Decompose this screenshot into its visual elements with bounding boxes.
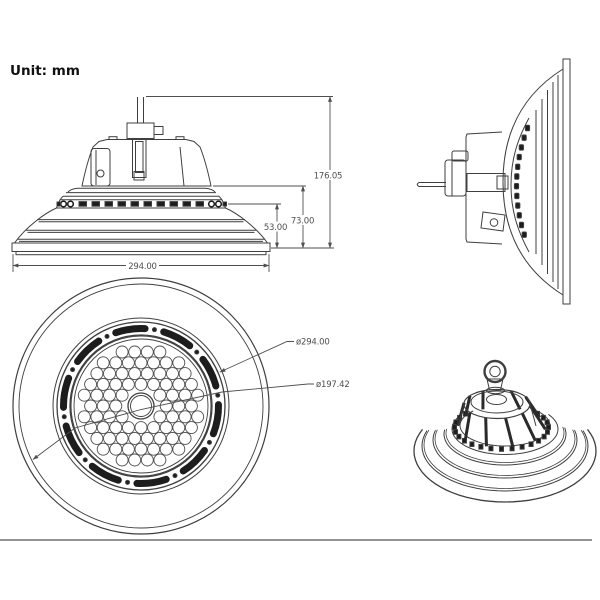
dim-label-outer-diameter: ø294.00 [296,338,330,348]
dim-label-upper-height: 73.00 [291,217,314,227]
bezel-flange-circle [52,317,230,495]
dome-left-edge [14,207,57,244]
bezel-inner-edge [69,334,213,478]
led-array [77,345,205,467]
side-vent-dashes [513,124,531,238]
front-view-drawing [11,97,271,256]
mount-pin [416,182,446,187]
ear-bracket [90,148,111,187]
dim-label-lens-diameter: ø197.42 [316,380,350,390]
dim-label-total-height: 176.05 [314,172,343,182]
lower-bracket [480,211,506,232]
front-view-dim-labels: 176.05 73.00 53.00 294.00 [126,170,343,272]
side-view-drawing [416,58,571,305]
mount-bracket [444,159,467,197]
dome-profile [502,68,564,296]
cable-gland [126,122,155,139]
bracket-hole [489,218,499,227]
bottom-view-callouts [32,341,314,460]
leader-outer-diameter [219,341,294,373]
dim-label-base-width: 294.00 [128,262,157,272]
hook-neck [486,378,504,391]
side-arm [466,173,506,192]
cable-gland-nub [153,126,164,135]
lifting-ring [483,359,507,384]
perspective-view-drawing [413,359,597,503]
lens-plate [562,58,571,305]
center-hub [127,392,155,420]
bezel-outer-edge [56,321,226,491]
front-vent-dashes [56,200,227,208]
center-channel [132,139,147,178]
iso-dome-rings [413,410,597,503]
bottom-view-drawing [12,277,270,535]
bezel-slot-ring [60,325,222,487]
led-field-circle [70,335,212,477]
outer-rim-circle [12,277,270,535]
dome-right-edge [225,207,268,244]
dim-label-lower-height: 53.00 [264,223,287,233]
side-dome-ribs [535,75,559,289]
unit-label: Unit: mm [10,63,80,79]
screw-hole [96,169,105,178]
base-plate [11,242,271,252]
front-view-dimensions [12,96,334,272]
leader-lens-diameter [32,383,314,460]
